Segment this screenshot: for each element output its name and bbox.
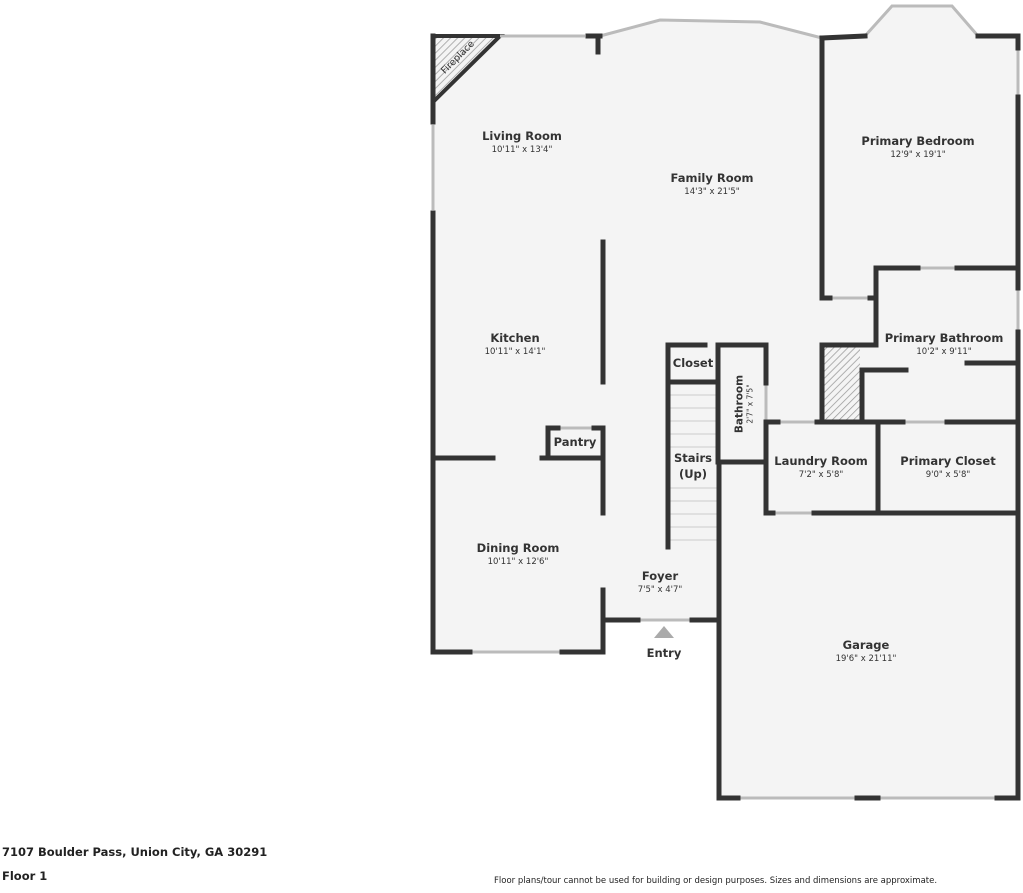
room-size: 2'7" x 7'5" [745,384,755,424]
room-name: Kitchen [490,331,540,345]
hatched-chase [822,345,860,420]
room-name: Primary Bathroom [884,331,1004,345]
entry-text: Entry [646,646,682,660]
room-name: Bathroom [733,374,746,434]
room-size: 19'6" x 21'11" [835,654,897,664]
room-size: 9'0" x 5'8" [925,470,971,480]
room-size: 10'11" x 14'1" [484,347,546,357]
room-primary-bathroom: Primary Bathroom 10'2" x 9'11" [885,331,1004,357]
pantry-text: Pantry [553,435,597,449]
room-living-room: Living Room 10'11" x 13'4" [482,129,562,155]
room-name: Primary Closet [900,454,996,468]
pantry-label: Pantry [554,435,597,449]
room-name: Family Room [670,171,754,185]
stair-treads [670,394,717,541]
stairs-text: Stairs [674,451,712,465]
stairs-label: Stairs (Up) [674,450,712,482]
entry-arrow-icon [654,626,674,638]
stairs-direction: (Up) [678,467,708,481]
room-size: 12'9" x 19'1" [890,150,946,160]
room-name: Living Room [482,129,562,143]
room-primary-bedroom: Primary Bedroom 12'9" x 19'1" [861,134,974,160]
windows [431,4,1020,800]
room-dining-room: Dining Room 10'11" x 12'6" [477,541,560,567]
room-size: 7'5" x 4'7" [637,585,683,595]
room-primary-closet: Primary Closet 9'0" x 5'8" [900,454,995,480]
room-foyer: Foyer 7'5" x 4'7" [638,569,683,595]
room-name: Foyer [641,569,679,583]
room-kitchen: Kitchen 10'11" x 14'1" [485,331,546,357]
closet-text: Closet [672,356,714,370]
room-name: Dining Room [476,541,560,555]
floor-area [433,6,1018,798]
walls [430,33,1021,801]
disclaimer: Floor plans/tour cannot be used for buil… [494,876,938,886]
room-name: Garage [842,638,890,652]
entry-label: Entry [647,646,682,660]
room-size: 7'2" x 5'8" [798,470,844,480]
room-laundry-room: Laundry Room 7'2" x 5'8" [774,454,868,480]
room-garage: Garage 19'6" x 21'11" [836,638,897,664]
room-size: 10'2" x 9'11" [916,347,972,357]
closet-label: Closet [673,356,713,370]
floor-label: Floor 1 [2,869,48,883]
address: 7107 Boulder Pass, Union City, GA 30291 [2,845,268,859]
room-size: 10'11" x 13'4" [491,145,553,155]
room-name: Primary Bedroom [861,134,975,148]
room-family-room: Family Room 14'3" x 21'5" [671,171,754,197]
room-size: 14'3" x 21'5" [684,187,740,197]
room-name: Laundry Room [774,454,868,468]
room-size: 10'11" x 12'6" [487,557,549,567]
